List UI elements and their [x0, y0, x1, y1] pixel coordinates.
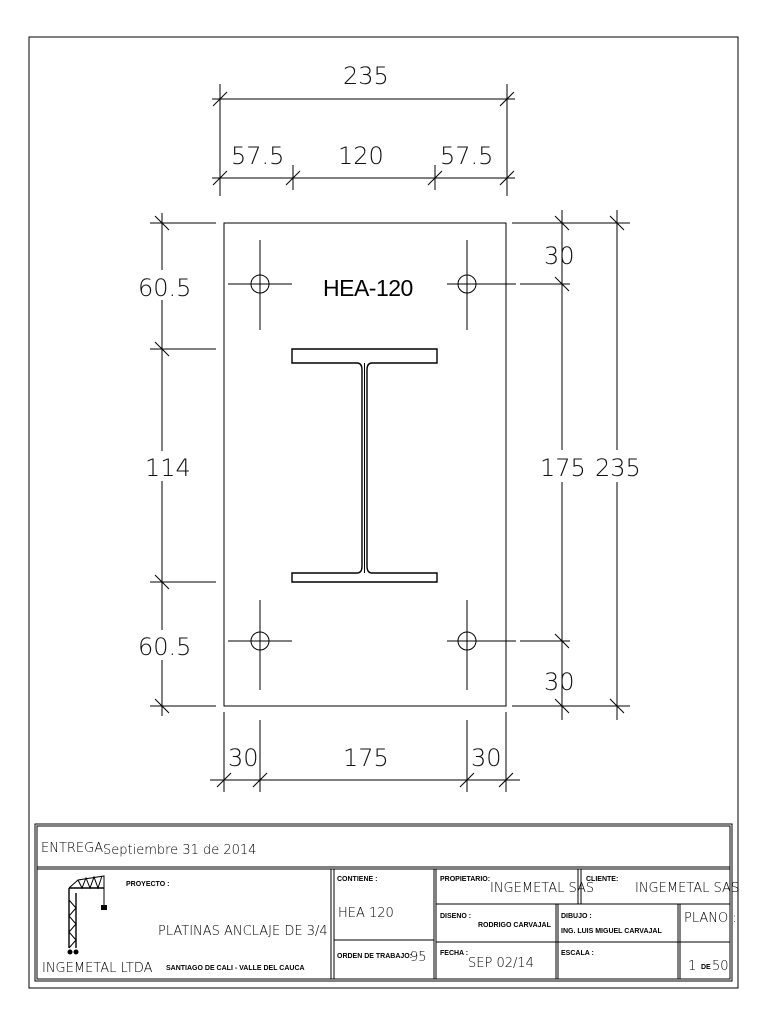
diseno-caption: DISENO : — [440, 913, 471, 920]
section-label: HEA-120 — [323, 275, 413, 301]
orden-value: 95 — [410, 950, 427, 965]
dibujo-value: ING. LUIS MIGUEL CARVAJAL — [561, 928, 662, 935]
cliente-caption: CLIENTE: — [586, 876, 618, 883]
fecha-caption: FECHA : — [440, 950, 468, 957]
bolt-hole — [447, 600, 516, 690]
escala-caption: ESCALA : — [561, 950, 594, 957]
bolt-holes — [228, 240, 516, 690]
plate-outline — [223, 222, 507, 707]
left-dimensions: 60.5 114 60.5 — [136, 213, 216, 716]
right-dimensions: 30 175 235 30 — [512, 210, 641, 720]
base-plate — [223, 222, 507, 707]
entrega-value: Septiembre 31 de 2014 — [103, 843, 256, 858]
hea-beam-section — [291, 348, 438, 583]
orden-caption: ORDEN DE TRABAJO: — [337, 953, 412, 960]
dim-right-top: 30 — [544, 242, 575, 270]
plano-total: 50 — [712, 959, 729, 974]
dim-top-right: 57.5 — [440, 142, 493, 170]
dim-bottom-mid: 175 — [343, 744, 389, 772]
dim-left-top: 60.5 — [138, 274, 191, 302]
title-block: ENTREGA: Septiembre 31 de 2014 PROYECTO … — [34, 823, 739, 982]
sheet-border — [28, 36, 739, 989]
dim-right-overall: 235 — [595, 454, 641, 482]
entrega-caption: ENTREGA: — [41, 841, 107, 856]
contiene-caption: CONTIENE : — [337, 876, 377, 883]
dim-right-bot: 30 — [544, 668, 575, 696]
plano-number: 1 — [688, 959, 696, 974]
dim-top-left: 57.5 — [231, 142, 284, 170]
top-dimensions: 235 57.5 120 57.5 — [212, 62, 515, 196]
proyecto-value: PLATINAS ANCLAJE DE 3/4 — [158, 924, 328, 939]
dim-left-mid: 114 — [145, 454, 191, 482]
dibujo-caption: DIBUJO : — [561, 913, 592, 920]
bolt-hole — [228, 240, 292, 330]
bolt-hole — [228, 600, 292, 690]
dim-bottom-right: 30 — [471, 744, 502, 772]
company-location: SANTIAGO DE CALI - VALLE DEL CAUCA — [166, 965, 305, 972]
dim-left-bot: 60.5 — [138, 633, 191, 661]
dim-right-mid: 175 — [540, 454, 586, 482]
diseno-value: RODRIGO CARVAJAL — [478, 922, 552, 929]
bolt-hole — [447, 240, 516, 330]
propietario-value: INGEMETAL SAS — [490, 881, 594, 896]
dim-top-overall: 235 — [343, 62, 389, 90]
bottom-dimensions: 30 175 30 — [210, 712, 520, 792]
plano-de: DE — [701, 964, 711, 971]
crane-logo-icon — [67, 875, 107, 955]
company-name: INGEMETAL LTDA — [42, 961, 153, 976]
dim-bottom-left: 30 — [228, 744, 259, 772]
plano-caption: PLANO : — [684, 911, 737, 926]
fecha-value: SEP 02/14 — [468, 956, 534, 971]
propietario-caption: PROPIETARIO: — [440, 876, 490, 883]
cliente-value: INGEMETAL SAS — [635, 881, 739, 896]
proyecto-caption: PROYECTO : — [126, 881, 169, 888]
contiene-value: HEA 120 — [338, 906, 394, 921]
dim-top-mid: 120 — [338, 142, 384, 170]
